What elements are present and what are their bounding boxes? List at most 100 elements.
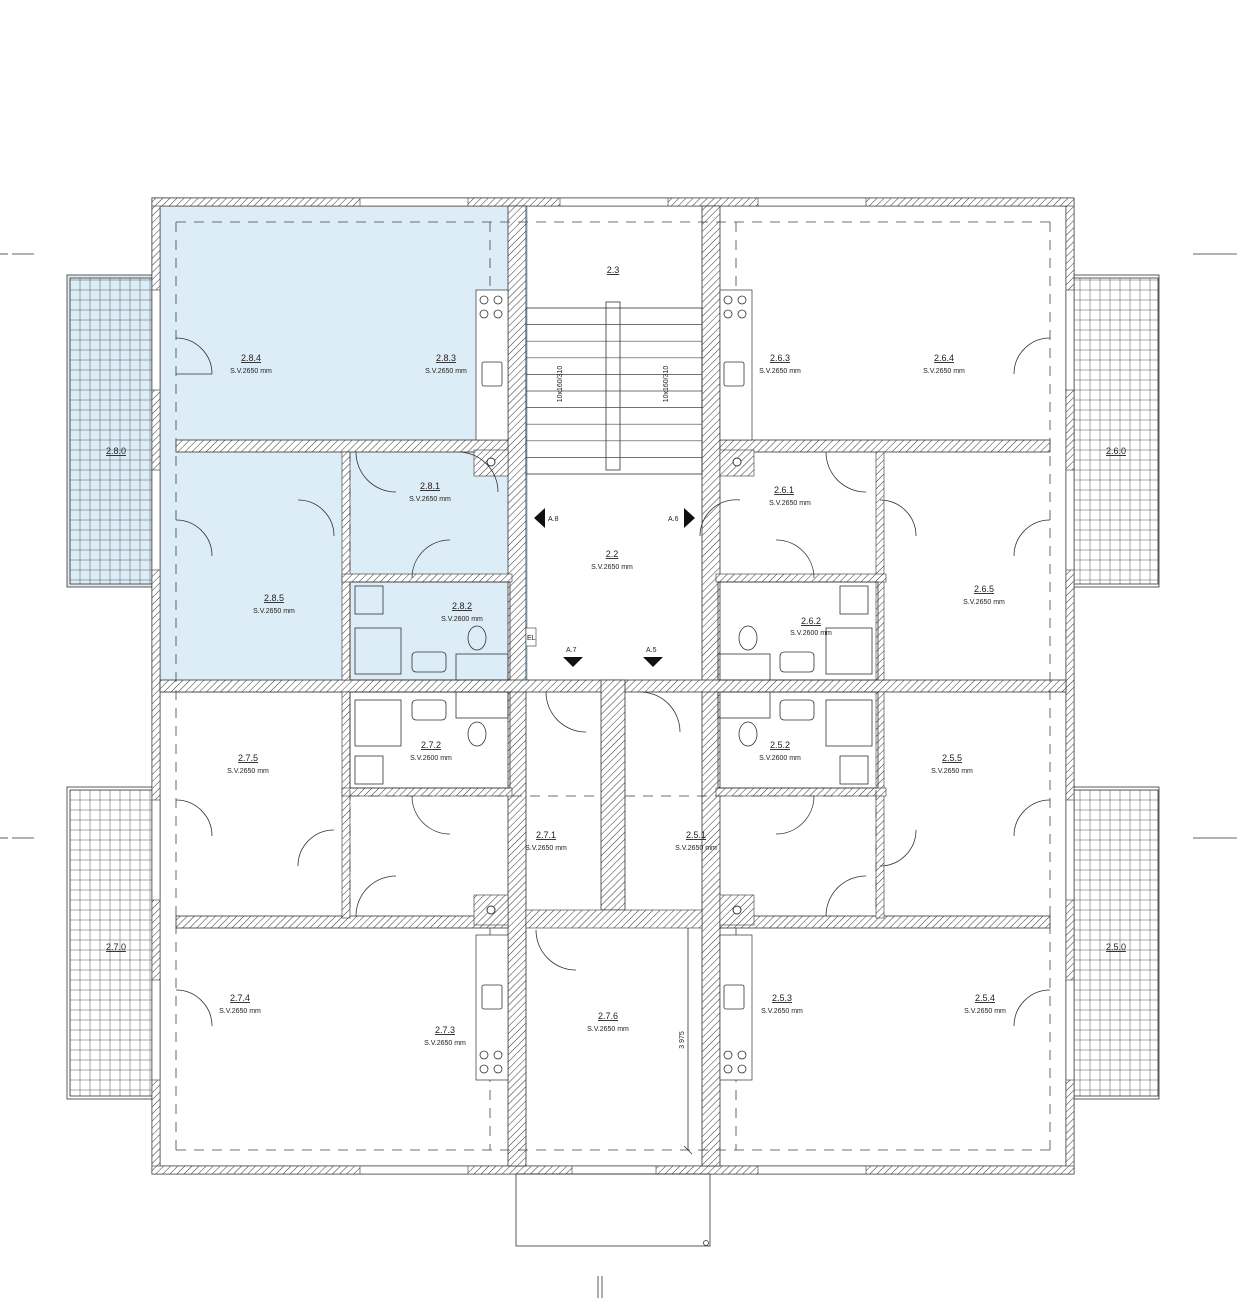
room-2-8-3[interactable]: 2.8.3 S.V.2650 mm	[425, 353, 467, 375]
room-id: 2.6.4	[934, 353, 954, 363]
room-area: S.V.2650 mm	[931, 768, 973, 775]
room-id: 2.6.0	[1106, 446, 1126, 456]
room-id: 2.8.4	[241, 353, 261, 363]
doors	[175, 337, 1051, 1027]
room-2-2[interactable]: 2.2 S.V.2650 mm	[591, 549, 633, 571]
room-2-5-2[interactable]: 2.5.2 S.V.2600 mm	[759, 740, 801, 762]
room-area: S.V.2600 mm	[441, 616, 483, 623]
marker-a8-label: A.8	[548, 516, 559, 523]
room-2-5-1[interactable]: 2.5.1 S.V.2650 mm	[675, 830, 717, 852]
room-2-6-4[interactable]: 2.6.4 S.V.2650 mm	[923, 353, 965, 375]
room-labels: 2.8.4 S.V.2650 mm 2.8.3 S.V.2650 mm 2.8.…	[106, 265, 1126, 1047]
outer-walls	[151, 197, 1075, 1175]
room-2-5-0[interactable]: 2.5.0	[1106, 942, 1126, 952]
room-area: S.V.2650 mm	[253, 608, 295, 615]
room-2-8-4[interactable]: 2.8.4 S.V.2650 mm	[230, 353, 272, 375]
stair-label-left: 10x160/310	[557, 366, 564, 403]
marker-a6-arrow	[684, 508, 695, 528]
room-area: S.V.2600 mm	[410, 755, 452, 762]
room-area: S.V.2600 mm	[759, 755, 801, 762]
room-2-7-1[interactable]: 2.7.1 S.V.2650 mm	[525, 830, 567, 852]
room-id: 2.5.1	[686, 830, 706, 840]
room-id: 2.5.3	[772, 993, 792, 1003]
room-id: 2.8.0	[106, 446, 126, 456]
room-2-7-0[interactable]: 2.7.0	[106, 942, 126, 952]
axis-ticks	[0, 253, 1237, 1298]
room-2-8-1[interactable]: 2.8.1 S.V.2650 mm	[409, 481, 451, 503]
room-2-7-5[interactable]: 2.7.5 S.V.2650 mm	[227, 753, 269, 775]
room-id: 2.8.5	[264, 593, 284, 603]
room-2-7-3[interactable]: 2.7.3 S.V.2650 mm	[424, 1025, 466, 1047]
room-area: S.V.2650 mm	[587, 1026, 629, 1033]
room-id: 2.7.6	[598, 1011, 618, 1021]
room-id: 2.2	[606, 549, 619, 559]
room-2-7-6[interactable]: 2.7.6 S.V.2650 mm	[587, 1011, 629, 1033]
kitchen-counters	[475, 289, 753, 1081]
room-area: S.V.2650 mm	[219, 1008, 261, 1015]
room-id: 2.7.4	[230, 993, 250, 1003]
room-id: 2.5.5	[942, 753, 962, 763]
marker-a8-arrow	[534, 508, 545, 528]
room-2-5-4[interactable]: 2.5.4 S.V.2650 mm	[964, 993, 1006, 1015]
room-area: S.V.2650 mm	[675, 845, 717, 852]
room-id: 2.5.4	[975, 993, 995, 1003]
dimension-label: 3 975	[679, 1031, 686, 1049]
room-area: S.V.2650 mm	[964, 1008, 1006, 1015]
marker-a6-label: A.6	[668, 516, 679, 523]
room-id: 2.7.3	[435, 1025, 455, 1035]
room-id: 2.8.1	[420, 481, 440, 491]
room-area: S.V.2650 mm	[591, 564, 633, 571]
room-2-6-5[interactable]: 2.6.5 S.V.2650 mm	[963, 584, 1005, 606]
room-2-8-0[interactable]: 2.8.0	[106, 446, 126, 456]
room-2-6-1[interactable]: 2.6.1 S.V.2650 mm	[769, 485, 811, 507]
room-id: 2.3	[607, 265, 620, 275]
el-label: EL	[527, 635, 536, 642]
marker-a7-arrow	[563, 657, 583, 667]
room-2-6-0[interactable]: 2.6.0	[1106, 446, 1126, 456]
room-id: 2.5.2	[770, 740, 790, 750]
balcony-2-5-0	[1073, 789, 1159, 1097]
room-id: 2.7.1	[536, 830, 556, 840]
room-area: S.V.2650 mm	[525, 845, 567, 852]
room-area: S.V.2650 mm	[769, 500, 811, 507]
room-id: 2.5.0	[1106, 942, 1126, 952]
staircase	[525, 301, 703, 475]
stair-label-right: 10x160/310	[663, 366, 670, 403]
room-id: 2.7.2	[421, 740, 441, 750]
room-2-5-5[interactable]: 2.5.5 S.V.2650 mm	[931, 753, 973, 775]
balcony-2-7-0	[69, 789, 155, 1097]
marker-a5-label: A.5	[646, 647, 657, 654]
room-area: S.V.2650 mm	[963, 599, 1005, 606]
room-area: S.V.2650 mm	[759, 368, 801, 375]
bathroom-fixtures	[349, 581, 879, 789]
room-2-3[interactable]: 2.3	[607, 265, 620, 275]
room-2-6-3[interactable]: 2.6.3 S.V.2650 mm	[759, 353, 801, 375]
balconies	[66, 274, 1160, 1100]
room-2-8-2[interactable]: 2.8.2 S.V.2600 mm	[441, 601, 483, 623]
room-2-7-2[interactable]: 2.7.2 S.V.2600 mm	[410, 740, 452, 762]
room-area: S.V.2650 mm	[424, 1040, 466, 1047]
room-id: 2.6.3	[770, 353, 790, 363]
room-id: 2.6.5	[974, 584, 994, 594]
balcony-2-6-0	[1073, 277, 1159, 585]
room-id: 2.7.5	[238, 753, 258, 763]
room-area: S.V.2650 mm	[230, 368, 272, 375]
room-id: 2.8.3	[436, 353, 456, 363]
room-area: S.V.2650 mm	[227, 768, 269, 775]
section-markers: A.8 A.6 A.7 A.5 EL	[525, 508, 695, 667]
room-2-8-5[interactable]: 2.8.5 S.V.2650 mm	[253, 593, 295, 615]
room-area: S.V.2600 mm	[790, 630, 832, 637]
room-id: 2.6.2	[801, 616, 821, 626]
room-2-7-4[interactable]: 2.7.4 S.V.2650 mm	[219, 993, 261, 1015]
balcony-2-8-0	[69, 277, 155, 585]
room-id: 2.7.0	[106, 942, 126, 952]
internal-walls	[159, 205, 1067, 1167]
room-2-6-2[interactable]: 2.6.2 S.V.2600 mm	[790, 616, 832, 637]
room-area: S.V.2650 mm	[409, 496, 451, 503]
room-area: S.V.2650 mm	[923, 368, 965, 375]
marker-a7-label: A.7	[566, 647, 577, 654]
marker-a5-arrow	[643, 657, 663, 667]
entrance-landing	[515, 1173, 711, 1247]
room-2-5-3[interactable]: 2.5.3 S.V.2650 mm	[761, 993, 803, 1015]
